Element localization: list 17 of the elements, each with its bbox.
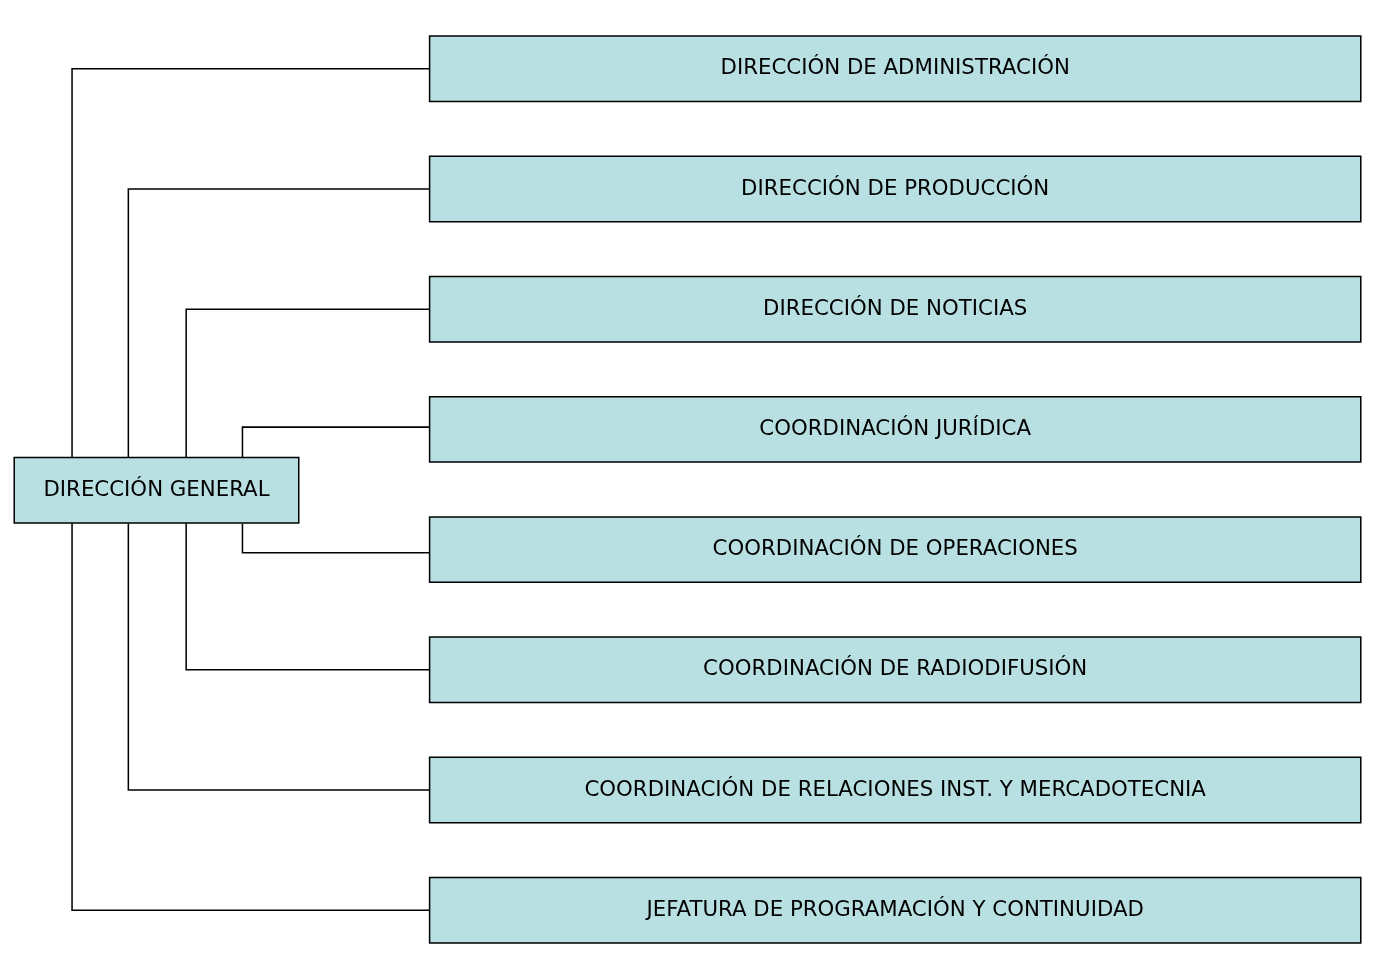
connector [71,68,431,458]
connector [185,522,430,671]
connector [127,188,430,459]
node-box: DIRECCIÓN DE ADMINISTRACIÓN [428,35,1362,103]
node-box: JEFATURA DE PROGRAMACIÓN Y CONTINUIDAD [428,876,1362,944]
connector [185,308,430,459]
connector [127,522,430,791]
connector [241,522,431,554]
connector [241,426,431,458]
node-box: DIRECCIÓN GENERAL [13,456,300,524]
connector [71,522,431,911]
node-box: COORDINACIÓN DE RADIODIFUSIÓN [428,636,1362,704]
node-box: COORDINACIÓN DE RELACIONES INST. Y MERCADOTECNIA [428,756,1362,824]
node-box: COORDINACIÓN JURÍDICA [428,395,1362,463]
node-box: DIRECCIÓN DE NOTICIAS [428,275,1362,343]
node-box: COORDINACIÓN DE OPERACIONES [428,516,1362,584]
node-box: DIRECCIÓN DE PRODUCCIÓN [428,155,1362,223]
